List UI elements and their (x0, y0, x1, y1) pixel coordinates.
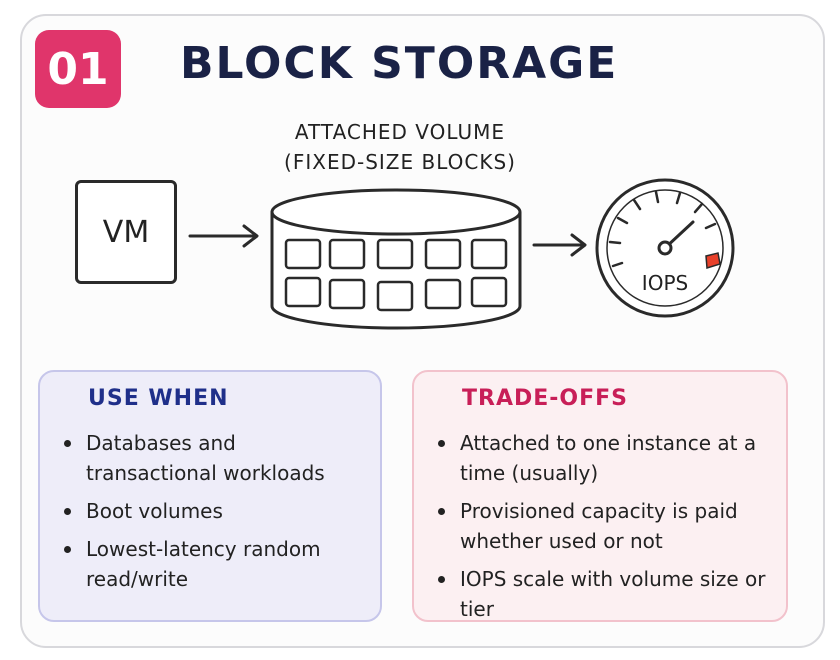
volume-label-line2: (FIXED-SIZE BLOCKS) (284, 150, 516, 174)
trade-offs-heading: TRADE-OFFS (462, 386, 628, 411)
vm-box: VM (75, 180, 177, 284)
list-item: Databases and transactional workloads (60, 428, 368, 488)
bullet-icon (64, 440, 71, 447)
page-title: BLOCK STORAGE (180, 38, 619, 89)
gauge-label: IOPS (641, 271, 689, 295)
list-item: Provisioned capacity is paid whether use… (434, 496, 774, 556)
iops-gauge-icon (595, 178, 735, 318)
volume-cylinder-icon (270, 188, 522, 330)
bullet-icon (438, 576, 445, 583)
list-item: Lowest-latency random read/write (60, 534, 368, 594)
arrow-volume-to-gauge-icon (532, 233, 587, 257)
arrow-vm-to-volume-icon (188, 224, 259, 248)
list-item: IOPS scale with volume size or tier (434, 564, 774, 624)
section-number-badge: 01 (35, 30, 121, 108)
bullet-icon (64, 508, 71, 515)
trade-offs-panel: TRADE-OFFS Attached to one instance at a… (412, 370, 788, 622)
bullet-icon (438, 440, 445, 447)
list-item: Boot volumes (60, 496, 368, 526)
trade-offs-list: Attached to one instance at a time (usua… (434, 428, 774, 632)
use-when-panel: USE WHEN Databases and transactional wor… (38, 370, 382, 622)
bullet-icon (64, 546, 71, 553)
use-when-heading: USE WHEN (88, 386, 229, 411)
volume-label-line1: ATTACHED VOLUME (294, 120, 506, 144)
use-when-list: Databases and transactional workloads Bo… (60, 428, 368, 602)
bullet-icon (438, 508, 445, 515)
vm-label: VM (102, 214, 150, 250)
list-item: Attached to one instance at a time (usua… (434, 428, 774, 488)
